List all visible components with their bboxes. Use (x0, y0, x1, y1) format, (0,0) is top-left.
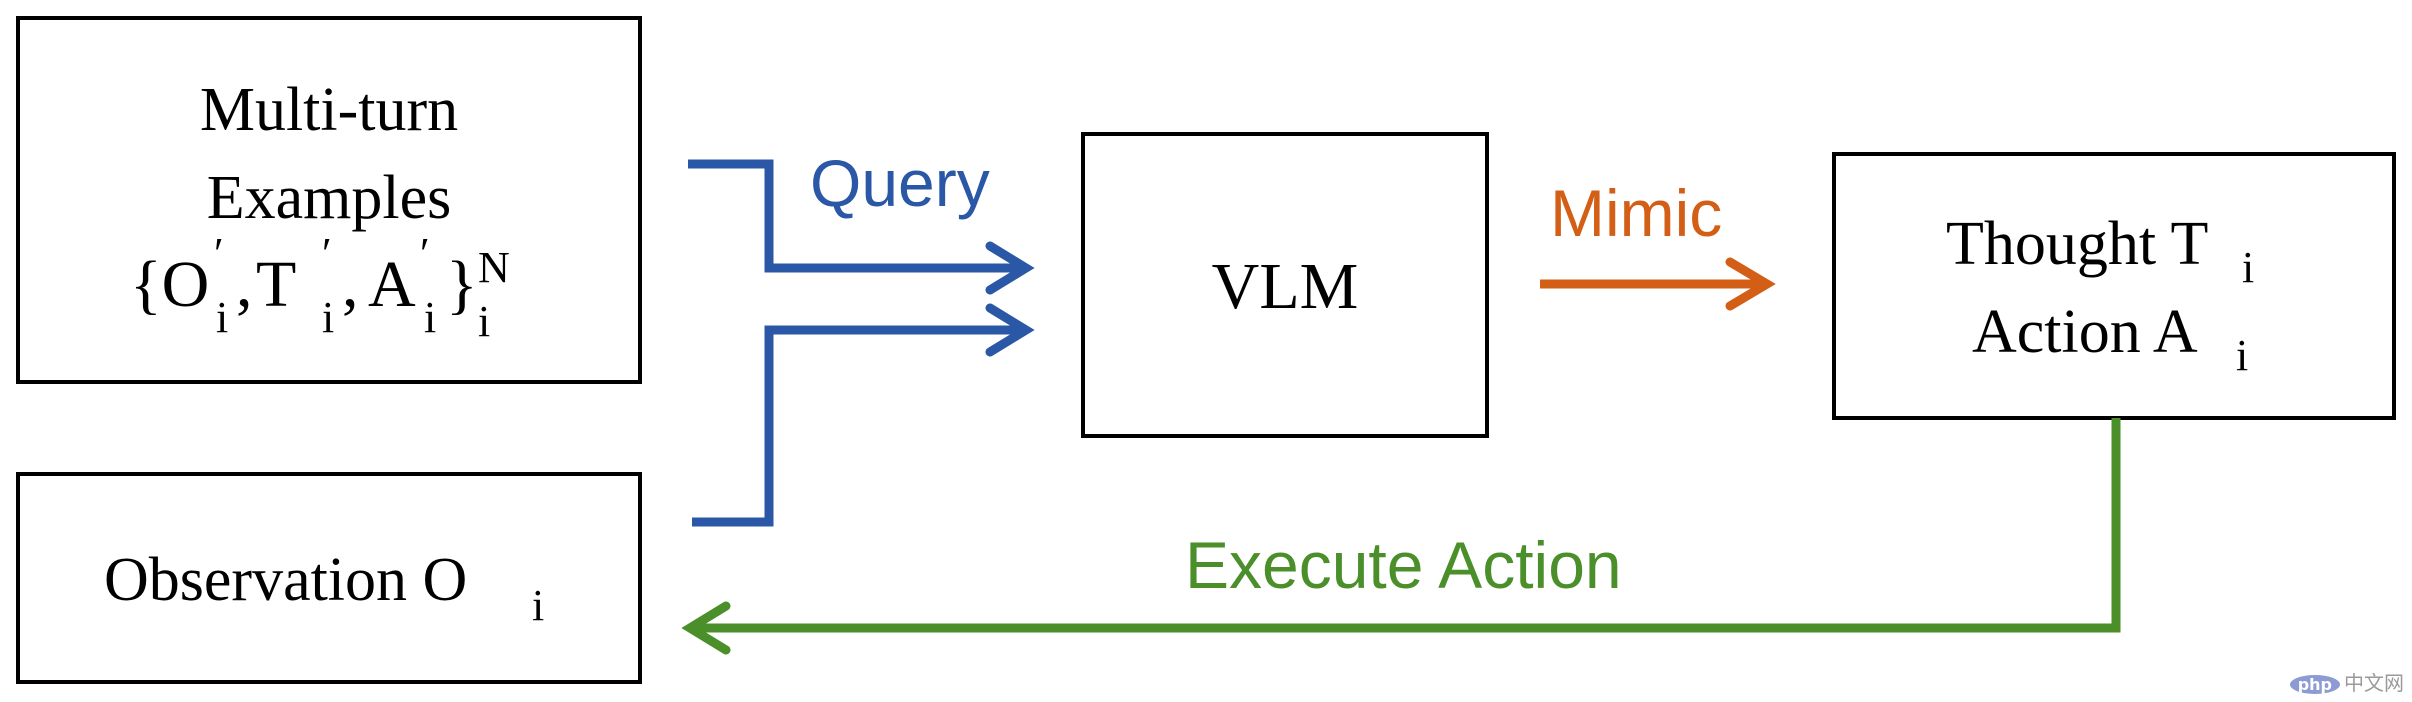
query-arrowhead-bottom (985, 303, 1035, 357)
sub-i-o: i (216, 293, 228, 342)
query-label: Query (810, 146, 990, 220)
query-connector (688, 159, 1035, 527)
observation-sub: i (532, 581, 544, 630)
sub-i-t: i (322, 293, 334, 342)
execute-connector (681, 418, 2121, 655)
mimic-arrowhead (1725, 257, 1776, 311)
action-sub: i (2236, 331, 2248, 380)
query-arrowhead-top (985, 241, 1035, 295)
svg-text:{O: {O (130, 248, 209, 321)
set-open: {O (130, 248, 209, 321)
prime-t: ′ (322, 229, 332, 278)
vlm-label: VLM (1212, 250, 1359, 323)
examples-set-notation: {O ′ i , T ′ i , A ′ i } N i (130, 229, 510, 346)
observation-box: Observation O i (16, 472, 642, 684)
svg-text:,: , (236, 248, 253, 321)
action-label: Action A (1972, 298, 2198, 366)
mimic-label: Mimic (1550, 176, 1722, 250)
set-a: A (368, 248, 416, 321)
prime-o: ′ (214, 229, 224, 278)
vlm-box: VLM (1081, 132, 1489, 438)
thought-sub: i (2242, 243, 2254, 292)
execute-line (692, 418, 2121, 633)
thought-action-box: Thought T i Action A i (1832, 152, 2396, 420)
sub-i-set: i (478, 297, 490, 346)
thought-label: Thought T (1946, 210, 2208, 278)
set-t: T (256, 248, 296, 321)
examples-line1: Multi-turn (200, 76, 458, 144)
watermark-logo: php (2289, 675, 2340, 694)
sub-i-a: i (424, 293, 436, 342)
observation-label: Observation O (104, 546, 467, 614)
execute-label: Execute Action (1185, 528, 1622, 602)
prime-a: ′ (420, 229, 430, 278)
sup-n: N (478, 243, 510, 292)
mimic-connector (1540, 257, 1776, 311)
query-line-top (688, 159, 1025, 273)
svg-text:,: , (342, 248, 359, 321)
set-close: } (446, 248, 478, 321)
examples-box: Multi-turn Examples {O ′ i , T ′ i , A ′… (16, 16, 642, 384)
examples-line2: Examples (207, 164, 452, 232)
execute-arrowhead (681, 601, 731, 655)
query-line-bottom (692, 325, 1025, 527)
watermark-text: 中文网 (2344, 671, 2404, 695)
